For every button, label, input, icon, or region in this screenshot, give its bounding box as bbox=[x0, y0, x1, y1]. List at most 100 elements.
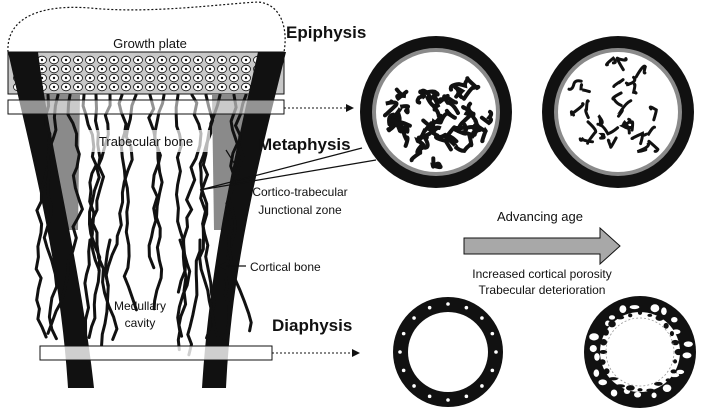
diaphysis-slice-marker bbox=[39, 345, 273, 361]
cortical-wall-left bbox=[8, 52, 94, 388]
diaphysis-heading: Diaphysis bbox=[272, 316, 352, 335]
metaphysis-pointer-arrowhead bbox=[346, 104, 354, 112]
chondrocyte-nucleus bbox=[64, 76, 68, 80]
trabecular-pattern-aged bbox=[567, 56, 660, 154]
endosteal-remnant bbox=[637, 388, 643, 392]
advancing-age-arrow bbox=[463, 226, 621, 266]
metaphysis-cross-section-young bbox=[360, 36, 512, 188]
trabecula bbox=[631, 82, 638, 95]
cortical-pore bbox=[671, 317, 678, 323]
cortical-pore bbox=[446, 302, 450, 306]
cortical-porosity-label: Increased cortical porosity bbox=[472, 267, 611, 281]
chondrocyte-nucleus bbox=[112, 76, 116, 80]
endosteal-remnant bbox=[671, 339, 680, 346]
chondrocyte-nucleus bbox=[124, 58, 128, 62]
trabecula bbox=[462, 76, 481, 101]
chondrocyte-nucleus bbox=[136, 58, 140, 62]
endosteal-remnant bbox=[673, 359, 678, 364]
chondrocyte-nucleus bbox=[40, 67, 44, 71]
trabecular-strand bbox=[186, 238, 202, 357]
chondrocyte-nucleus bbox=[244, 67, 248, 71]
chondrocyte-nucleus bbox=[52, 67, 56, 71]
chondrocyte-nucleus bbox=[196, 85, 200, 89]
cortical-pore bbox=[661, 307, 667, 316]
trabecula bbox=[648, 105, 658, 122]
chondrocyte-nucleus bbox=[76, 58, 80, 62]
metaphysis-slice-marker bbox=[7, 99, 285, 115]
trabecula bbox=[387, 112, 401, 129]
chondrocyte-nucleus bbox=[64, 85, 68, 89]
chondrocyte-nucleus bbox=[88, 67, 92, 71]
trabecular-strand bbox=[225, 93, 253, 333]
trabecula bbox=[421, 118, 442, 135]
cortical-pore bbox=[682, 352, 692, 359]
medullary-cavity-label-line2: cavity bbox=[125, 316, 156, 330]
trabecula bbox=[433, 132, 453, 152]
cortical-pore bbox=[608, 315, 616, 320]
trabecula bbox=[630, 131, 645, 146]
chondrocyte-nucleus bbox=[184, 85, 188, 89]
trabecula bbox=[479, 109, 494, 126]
chondrocyte-nucleus bbox=[232, 58, 236, 62]
trabecular-strand bbox=[83, 238, 92, 348]
cortical-pore bbox=[398, 350, 402, 354]
chondrocyte-nucleus bbox=[244, 76, 248, 80]
diaphysis-cross-section-young bbox=[393, 297, 503, 407]
trabecula bbox=[628, 120, 635, 132]
epiphysis-outline bbox=[7, 1, 286, 53]
cortical-pore bbox=[651, 392, 657, 399]
chondrocyte-nucleus bbox=[88, 85, 92, 89]
chondrocyte-nucleus bbox=[88, 58, 92, 62]
cortical-pore bbox=[589, 344, 597, 353]
chondrocyte-nucleus bbox=[76, 85, 80, 89]
chondrocyte-nucleus bbox=[172, 76, 176, 80]
chondrocyte-nucleus bbox=[232, 76, 236, 80]
cortical-pore bbox=[669, 373, 680, 378]
trabecula bbox=[448, 77, 470, 92]
trabecular-strand bbox=[198, 93, 222, 338]
chondrocyte-nucleus bbox=[136, 76, 140, 80]
trabecula bbox=[606, 136, 618, 149]
trabecular-strand bbox=[176, 238, 192, 352]
endosteal-remnant bbox=[608, 377, 619, 381]
endosteal-remnant bbox=[603, 368, 610, 375]
chondrocyte-nucleus bbox=[244, 58, 248, 62]
trabecula bbox=[453, 85, 466, 100]
chondrocyte-nucleus bbox=[160, 67, 164, 71]
trabecular-strand bbox=[42, 93, 60, 341]
cortical-pores-aged bbox=[589, 304, 693, 399]
trabecular-bone-label-bg bbox=[82, 130, 210, 152]
cortical-pore bbox=[589, 333, 599, 341]
cortical-pore bbox=[490, 368, 495, 373]
cortical-pore bbox=[427, 394, 432, 399]
cortical-pore bbox=[593, 369, 600, 377]
trabecula bbox=[567, 79, 583, 91]
endosteal-remnant bbox=[615, 315, 625, 320]
cortical-pore bbox=[662, 384, 672, 392]
chondrocyte-nucleus bbox=[232, 67, 236, 71]
trabecula bbox=[604, 56, 617, 67]
chondrocyte-nucleus bbox=[208, 85, 212, 89]
trabecula bbox=[409, 142, 424, 163]
chondrocyte-nucleus bbox=[208, 58, 212, 62]
trabecula bbox=[647, 139, 660, 153]
trabecula bbox=[463, 124, 480, 139]
trabecula bbox=[392, 104, 411, 120]
endosteal-remnant bbox=[674, 348, 683, 356]
endosteal-remnant bbox=[602, 328, 609, 336]
junctional-zone-label-line2: Junctional zone bbox=[258, 203, 342, 217]
endosteal-remnant bbox=[654, 381, 663, 386]
chondrocyte-nucleus bbox=[124, 67, 128, 71]
cortical-pore bbox=[650, 304, 660, 313]
chondrocyte-nucleus bbox=[220, 85, 224, 89]
chondrocyte-nucleus bbox=[40, 58, 44, 62]
chondrocyte-nucleus bbox=[220, 67, 224, 71]
growth-plate-label: Growth plate bbox=[113, 36, 187, 51]
trabecula bbox=[394, 87, 409, 102]
trabecula bbox=[624, 75, 637, 87]
chondrocyte-nucleus bbox=[160, 58, 164, 62]
trabecula bbox=[414, 121, 434, 150]
endosteal-remnant bbox=[615, 384, 626, 388]
